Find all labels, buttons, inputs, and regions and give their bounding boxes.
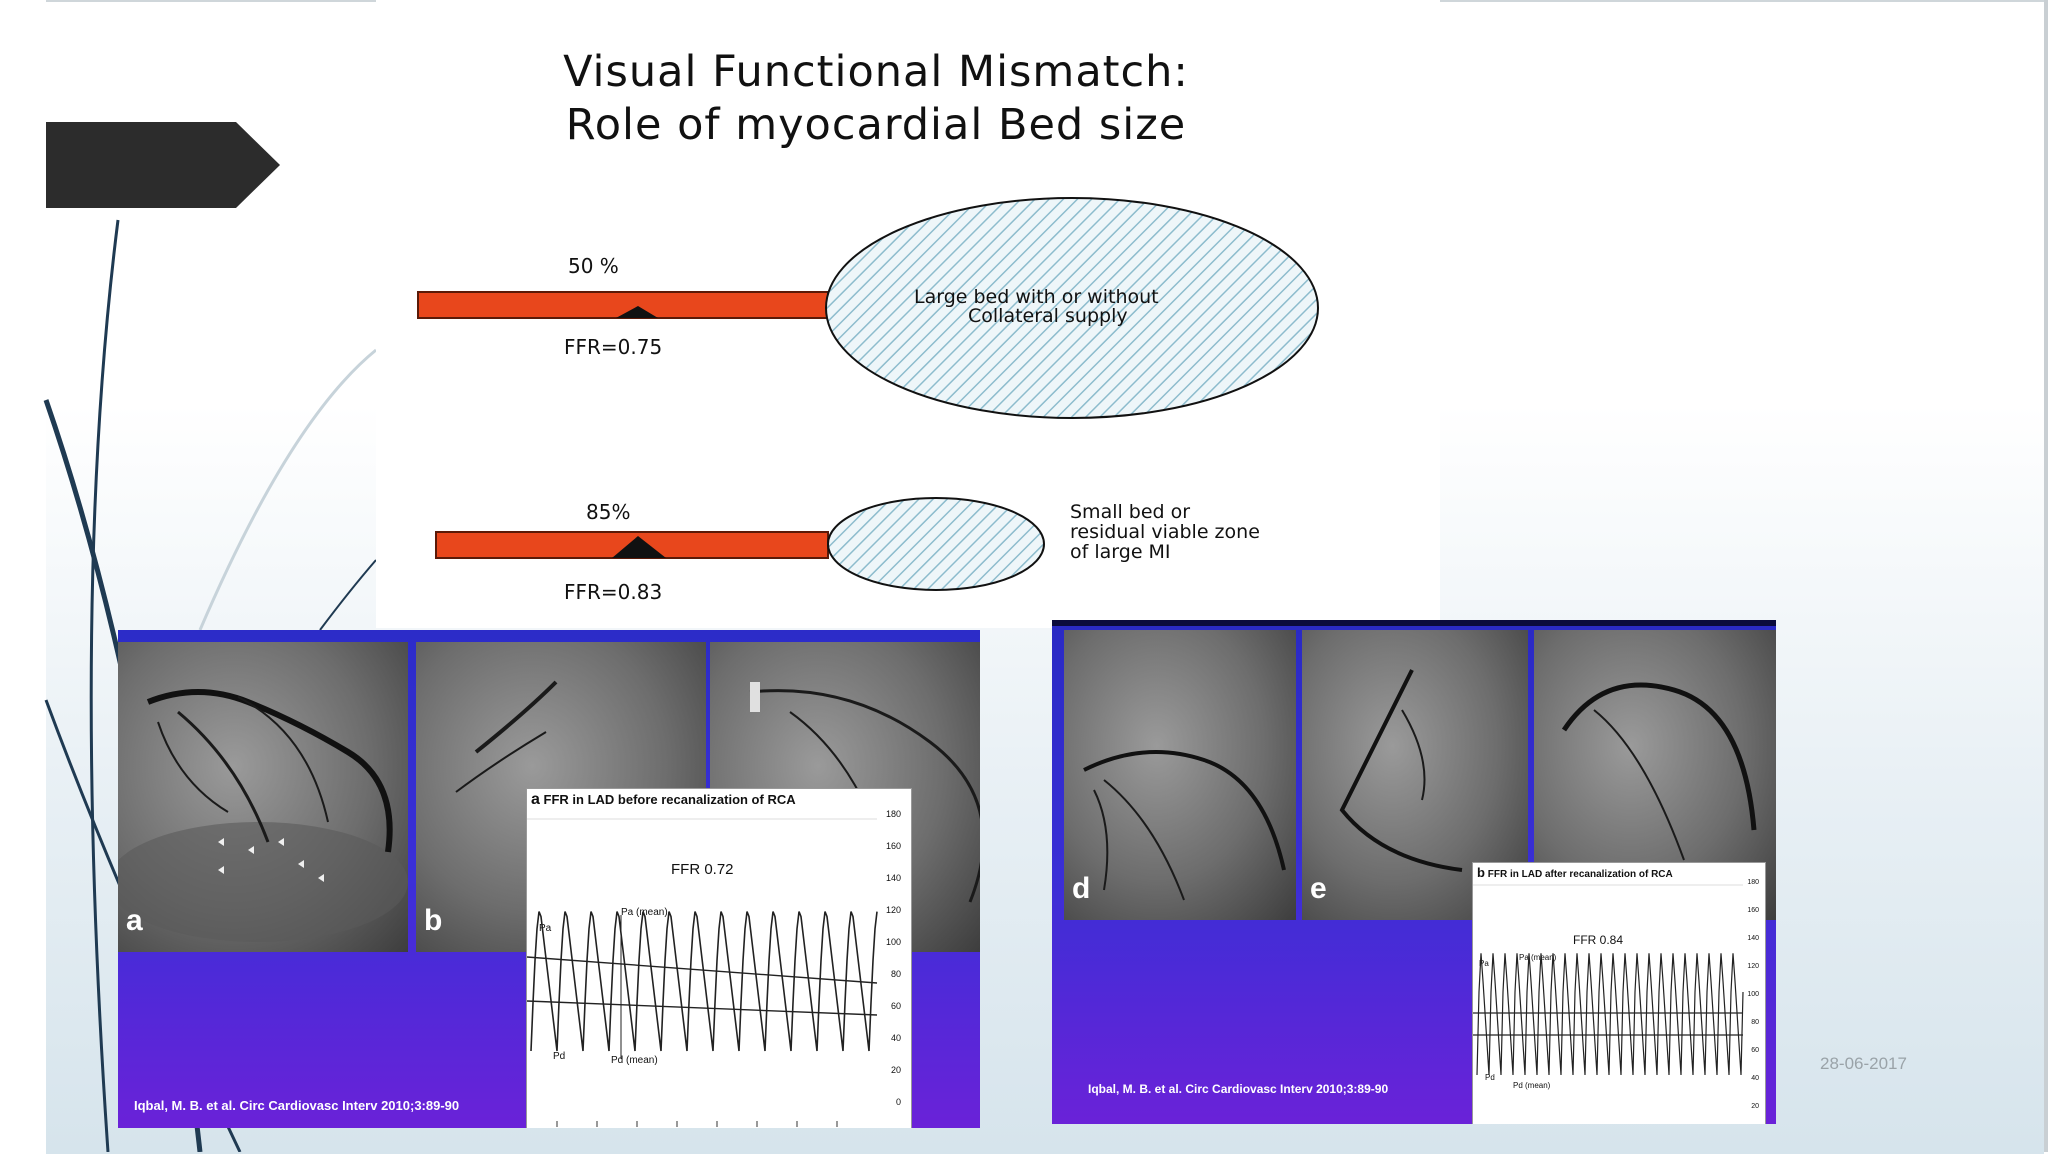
pressure-tracing-right [1473, 884, 1744, 1076]
angiogram-frame-a: a [118, 642, 408, 952]
ffr-value-right: FFR 0.84 [1573, 933, 1624, 947]
small-bed-ellipse [827, 497, 1045, 591]
stenosis-marker-top [616, 306, 658, 318]
title-line-1: Visual Functional Mismatch: [563, 47, 1189, 97]
y-tick: 40 [890, 1033, 901, 1043]
ffr-chart-left-header: a FFR in LAD before recanalization of RC… [531, 791, 796, 808]
y-tick: 140 [885, 873, 901, 883]
ffr-chart-right: b FFR in LAD after recanalization of RCA… [1472, 862, 1766, 1124]
ffr-label-bottom: FFR=0.83 [564, 580, 663, 604]
bed-size-diagram [417, 197, 1319, 591]
stenosis-label-bottom: 85% [586, 500, 631, 524]
large-bed-ellipse [825, 197, 1319, 419]
ffr-chart-left: a FFR in LAD before recanalization of RC… [526, 788, 912, 1128]
vessel-bar-top [417, 291, 829, 319]
y-tick: 180 [1747, 879, 1759, 886]
slide-title: Visual Functional Mismatch: Role of myoc… [376, 46, 1376, 152]
pa-mean-label-right: Pa (mean) [1519, 953, 1557, 962]
citation-left: Iqbal, M. B. et al. Circ Cardiovasc Inte… [134, 1098, 460, 1113]
pa-label-right: Pa [1479, 959, 1489, 968]
ffr-chart-right-header: b FFR in LAD after recanalization of RCA [1477, 865, 1673, 880]
frame-letter-e: e [1310, 872, 1327, 905]
ffr-value-left: FFR 0.72 [671, 861, 734, 878]
arrow-tag-shape [46, 122, 280, 208]
y-tick: 100 [1747, 991, 1759, 998]
frame-letter-d: d [1072, 872, 1091, 905]
angiogram-panel-right: d e b FFR in LAD after recanalization of… [1052, 620, 1776, 1124]
angiogram-frame-d: d [1064, 630, 1296, 920]
pa-mean-label-left: Pa (mean) [621, 907, 668, 918]
y-tick: 140 [1747, 935, 1759, 942]
y-tick: 80 [890, 969, 901, 979]
stenosis-marker-bottom [612, 536, 666, 558]
small-bed-label-3: of large MI [1070, 541, 1171, 563]
y-tick: 40 [1751, 1075, 1759, 1082]
y-tick: 100 [885, 937, 901, 947]
small-bed-label-1: Small bed or [1070, 501, 1191, 523]
pressure-tracing-left [527, 818, 878, 1127]
frame-letter-b: b [424, 904, 443, 937]
ffr-label-top: FFR=0.75 [564, 335, 663, 359]
pd-mean-label-left: Pd (mean) [611, 1055, 658, 1066]
y-tick: 120 [1747, 963, 1759, 970]
y-tick: 60 [890, 1001, 901, 1011]
angiogram-panel-left: a b a FFR in LAD before recanalization o… [118, 630, 980, 1128]
y-tick: 20 [890, 1065, 901, 1075]
small-bed-label-2: residual viable zone [1070, 521, 1260, 543]
pd-label-right: Pd [1485, 1073, 1495, 1082]
pd-mean-label-right: Pd (mean) [1513, 1081, 1551, 1090]
slide-edge [2044, 0, 2048, 1152]
frame-letter-a: a [126, 904, 143, 937]
citation-right: Iqbal, M. B. et al. Circ Cardiovasc Inte… [1088, 1082, 1389, 1096]
title-line-2: Role of myocardial Bed size [565, 100, 1187, 150]
slide-date: 28-06-2017 [1820, 1054, 1907, 1073]
large-bed-label-2: Collateral supply [968, 305, 1128, 327]
large-bed-label-1: Large bed with or without [914, 286, 1159, 308]
y-tick: 160 [885, 841, 901, 851]
y-tick: 80 [1751, 1019, 1759, 1026]
y-tick: 180 [885, 809, 901, 819]
y-tick: 120 [885, 905, 901, 915]
y-tick: 0 [895, 1097, 901, 1107]
y-tick: 160 [1747, 907, 1759, 914]
pa-label-left: Pa [539, 923, 552, 934]
stenosis-label-top: 50 % [568, 254, 619, 278]
y-tick: 60 [1751, 1047, 1759, 1054]
y-tick: 20 [1751, 1103, 1759, 1110]
pd-label-left: Pd [553, 1051, 566, 1062]
